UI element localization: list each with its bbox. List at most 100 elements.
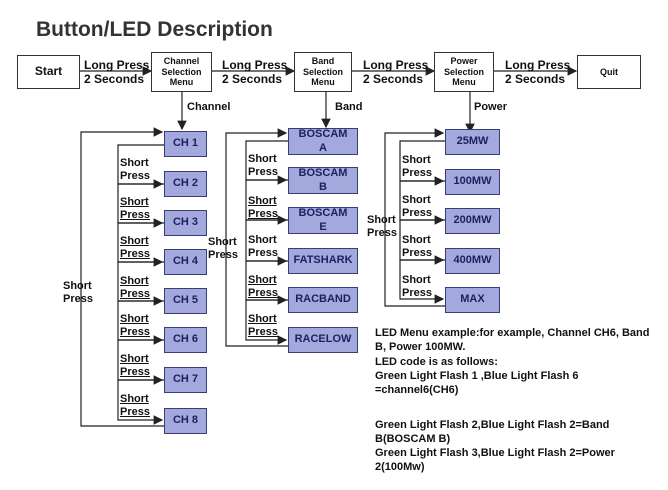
press-text: Press (248, 326, 278, 338)
two-seconds-text: 2 Seconds (363, 72, 424, 86)
power-short-press-4: Short Press (402, 274, 432, 300)
power-heading: Power (474, 101, 508, 113)
press-text: Press (120, 248, 150, 260)
start-label: Start (34, 64, 63, 79)
channel-short-press-6: Short Press (120, 353, 150, 379)
long-press-label-4: Long Press 2 Seconds (505, 58, 570, 86)
band-loop-short-press: Short Press (208, 236, 238, 262)
power-short-press-1: Short Press (402, 154, 432, 180)
power-selection-menu-box: Power Selection Menu (434, 52, 494, 92)
channel-short-press-4: Short Press (120, 275, 150, 301)
channel-menu-line-1: Channel (163, 56, 200, 67)
short-text: Short (248, 153, 277, 165)
quit-box: Quit (577, 55, 641, 89)
short-text: Short (402, 154, 431, 166)
press-text: Press (208, 249, 238, 261)
band-racelow: RACELOW (288, 327, 358, 353)
long-press-label-1: Long Press 2 Seconds (84, 58, 149, 86)
short-text: Short (248, 234, 277, 246)
power-menu-line-3: Menu (452, 77, 476, 88)
power-short-press-3: Short Press (402, 234, 432, 260)
short-text: Short (120, 235, 149, 247)
short-text: Short (248, 274, 277, 286)
page-title: Button/LED Description (36, 18, 273, 41)
start-box: Start (17, 55, 80, 89)
band-name: BOSCAM (298, 207, 348, 220)
channel-short-press-7: Short Press (120, 393, 150, 419)
band-short-press-3: Short Press (248, 234, 278, 260)
band-menu-line-2: Selection (302, 66, 343, 77)
press-text: Press (402, 207, 432, 219)
channel-ch1: CH 1 (164, 131, 207, 157)
long-press-label-2: Long Press 2 Seconds (222, 58, 287, 86)
channel-short-press-2: Short Press (120, 196, 150, 222)
band-menu-line-3: Menu (311, 77, 335, 88)
led-code-line-1: Green Light Flash 1 ,Blue Light Flash 6 … (375, 370, 579, 396)
two-seconds-text: 2 Seconds (222, 72, 283, 86)
channel-menu-line-3: Menu (169, 77, 194, 88)
power-25mw: 25MW (445, 129, 500, 155)
band-letter: B (319, 180, 327, 193)
short-text: Short (248, 313, 277, 325)
press-text: Press (120, 209, 150, 221)
press-text: Press (63, 293, 93, 305)
band-short-press-1: Short Press (248, 153, 278, 179)
two-seconds-text: 2 Seconds (84, 72, 145, 86)
power-100mw: 100MW (445, 169, 500, 195)
power-400mw: 400MW (445, 248, 500, 274)
press-text: Press (248, 247, 278, 259)
band-name: BOSCAM (298, 167, 348, 180)
press-text: Press (248, 208, 278, 220)
band-short-press-5: Short Press (248, 313, 278, 339)
band-letter: A (319, 141, 327, 154)
channel-short-press-1: Short Press (120, 157, 150, 183)
press-text: Press (248, 287, 278, 299)
channel-loop-short-press: Short Press (63, 280, 93, 306)
channel-ch2: CH 2 (164, 171, 207, 197)
channel-short-press-5: Short Press (120, 313, 150, 339)
press-text: Press (120, 170, 150, 182)
channel-ch7: CH 7 (164, 367, 207, 393)
channel-ch6: CH 6 (164, 327, 207, 353)
band-name: BOSCAM (298, 128, 348, 141)
quit-label: Quit (600, 66, 618, 77)
band-menu-line-1: Band (311, 56, 335, 67)
short-text: Short (120, 313, 149, 325)
long-press-label-3: Long Press 2 Seconds (363, 58, 428, 86)
press-text: Press (402, 167, 432, 179)
press-text: Press (367, 227, 397, 239)
short-text: Short (402, 234, 431, 246)
short-text: Short (208, 236, 237, 248)
channel-ch5: CH 5 (164, 288, 207, 314)
band-fatshark: FATSHARK (288, 248, 358, 274)
press-text: Press (248, 166, 278, 178)
short-text: Short (120, 196, 149, 208)
two-seconds-text: 2 Seconds (505, 72, 566, 86)
power-short-press-2: Short Press (402, 194, 432, 220)
band-racband: RACBAND (288, 287, 358, 313)
band-selection-menu-box: Band Selection Menu (294, 52, 352, 92)
press-text: Press (402, 287, 432, 299)
short-text: Short (248, 195, 277, 207)
press-text: Press (120, 366, 150, 378)
led-example-intro: LED Menu example:for example, Channel CH… (375, 327, 650, 353)
channel-selection-menu-box: Channel Selection Menu (151, 52, 212, 92)
long-press-text: Long Press (222, 58, 288, 72)
channel-ch3: CH 3 (164, 210, 207, 236)
short-text: Short (120, 157, 149, 169)
short-text: Short (402, 274, 431, 286)
led-code-line-2: Green Light Flash 2,Blue Light Flash 2=B… (375, 419, 610, 445)
channel-short-press-3: Short Press (120, 235, 150, 261)
power-menu-line-1: Power (450, 56, 478, 67)
short-text: Short (120, 353, 149, 365)
channel-menu-line-2: Selection (161, 66, 202, 77)
power-200mw: 200MW (445, 208, 500, 234)
short-text: Short (120, 275, 149, 287)
long-press-text: Long Press (84, 58, 150, 72)
press-text: Press (120, 288, 150, 300)
power-menu-line-2: Selection (443, 66, 484, 77)
power-loop-short-press: Short Press (367, 214, 397, 240)
